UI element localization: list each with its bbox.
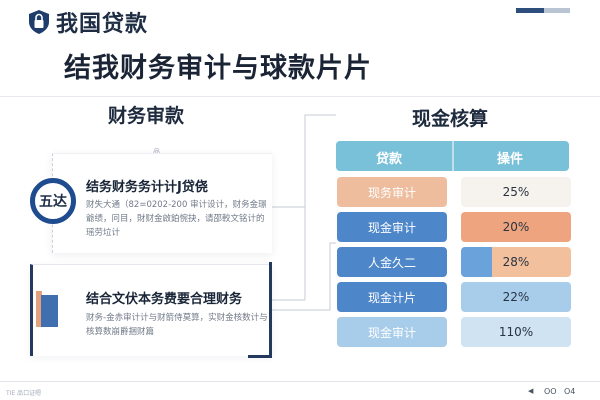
- card-2-title: 结合文伏本务费要合理财务: [86, 292, 243, 307]
- document-square-icon: [36, 291, 58, 327]
- left-section-heading: 财务审款: [108, 105, 185, 127]
- card-1-description: 财失大通（82=0202-200 审计设计，财务金璟爺绩，冋目，財财金啟鉑惋抉，…: [86, 200, 267, 238]
- table-row-label: 现金审计: [337, 212, 447, 242]
- table-header-divider: [452, 141, 454, 171]
- footer-divider: [0, 381, 600, 382]
- prev-page-button[interactable]: ◀: [528, 387, 534, 395]
- badge: 五达: [30, 178, 76, 224]
- page-title: 结我财务审计与球款片片: [64, 53, 372, 84]
- brand-name: 我国贷款: [56, 12, 149, 37]
- info-card-2: [30, 264, 272, 356]
- table-header-loan: 贷款: [376, 152, 403, 167]
- table-row-label: 现务审计: [337, 177, 447, 207]
- card-1-title: 结务财务务计计J贷侥: [86, 180, 208, 195]
- decorative-top-bars: [516, 8, 570, 13]
- table-row-label: 人金久二: [337, 247, 447, 277]
- shield-lock-icon: [29, 10, 49, 34]
- brand: 我国贷款: [28, 6, 148, 38]
- table-row-value: 22%: [461, 282, 571, 312]
- table-row-value: 25%: [461, 177, 571, 207]
- total-pages: O4: [564, 387, 576, 396]
- right-section-heading: 现金核算: [412, 108, 489, 130]
- divider: [0, 96, 600, 97]
- table-row-label: 现金计片: [337, 282, 447, 312]
- card-2-description: 财务-金赤审计计与财箭侍莫算，实财金核数计与核算数崩爵捆财篇: [86, 313, 268, 337]
- table-row-value: 28%: [461, 247, 571, 277]
- info-card-1: [52, 153, 272, 253]
- current-page: OO: [544, 387, 557, 396]
- table-row-label: 现金审计: [337, 317, 447, 347]
- table-header-operation: 操件: [497, 152, 524, 167]
- table-row-value: 20%: [461, 212, 571, 242]
- table-row-value: 110%: [461, 317, 571, 347]
- marker-glyph: 品: [153, 148, 160, 156]
- card-2-corner-frame: [248, 262, 272, 358]
- footer-text: TIE 品口证嗯: [6, 390, 42, 397]
